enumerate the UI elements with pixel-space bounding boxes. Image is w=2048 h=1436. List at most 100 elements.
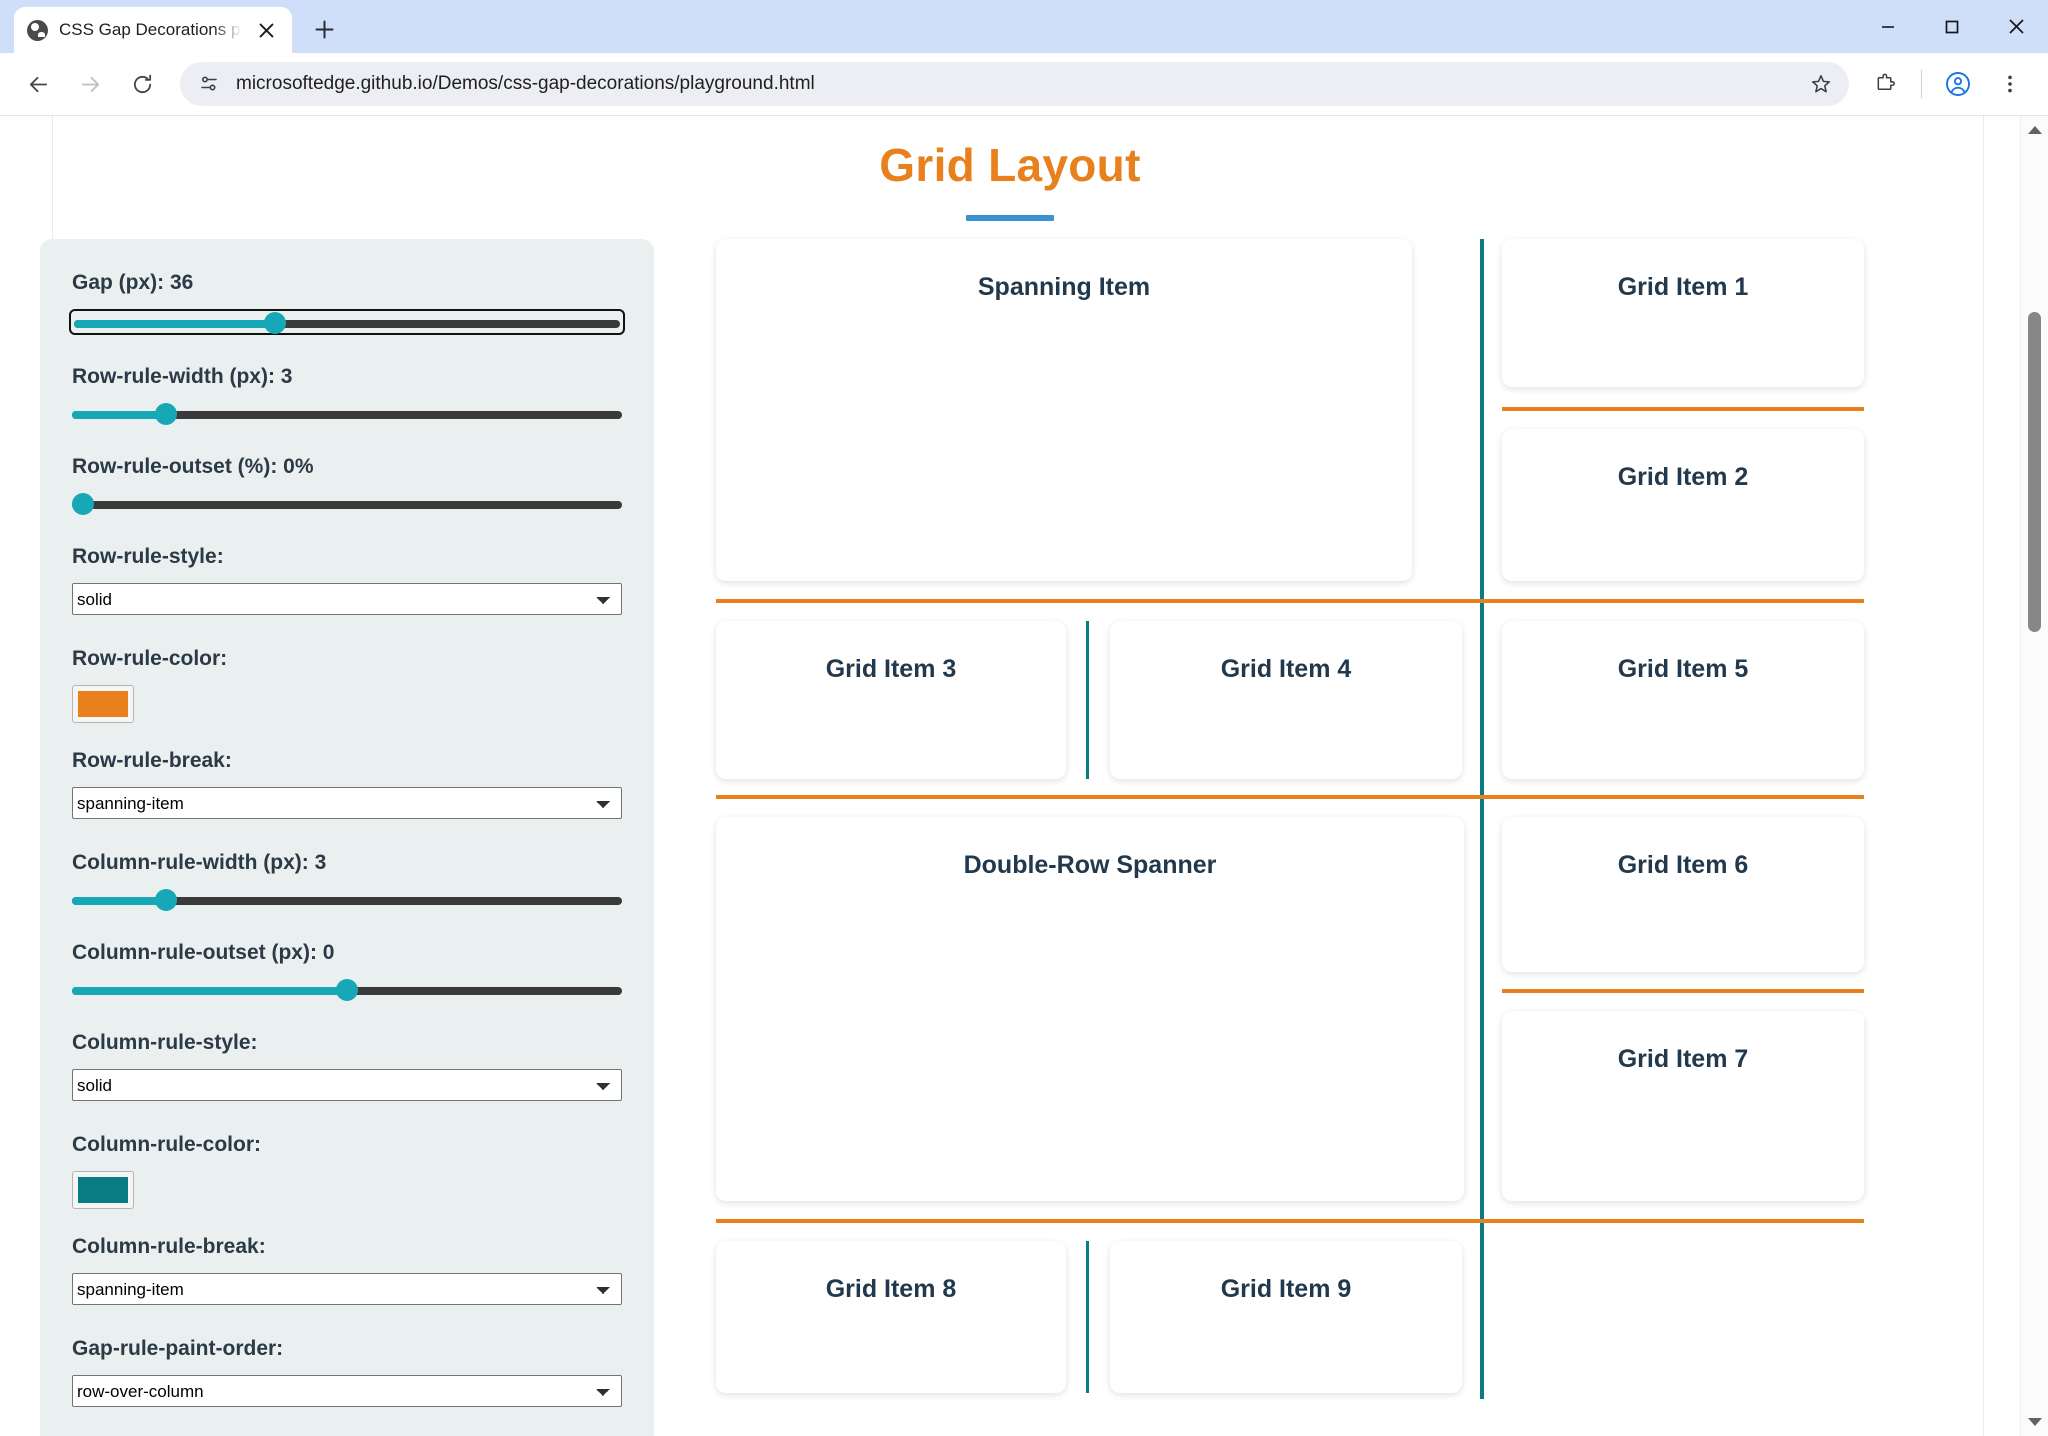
page-scrollbar[interactable] (2020, 116, 2048, 1436)
row-rule-width-label: Row-rule-width (px): 3 (72, 365, 293, 388)
browser-tab[interactable]: CSS Gap Decorations playground (14, 7, 292, 53)
grid-item: Grid Item 6 (1502, 817, 1864, 972)
slider-thumb[interactable] (154, 889, 177, 911)
grid-item: Double-Row Spanner (716, 817, 1464, 1201)
controls-panel: Gap (px): 36 Row-rule-width (px): 3 Row-ru… (40, 239, 654, 1436)
row-rule (716, 1219, 1864, 1223)
row-rule (1502, 989, 1864, 993)
column-rule-width-slider[interactable] (72, 889, 622, 911)
slider-track (74, 320, 620, 328)
globe-icon (27, 19, 48, 41)
column-rule (1086, 1241, 1089, 1393)
column-rule-color-swatch[interactable] (72, 1171, 134, 1209)
url-text: microsoftedge.github.io/Demos/css-gap-de… (236, 73, 815, 94)
slider-track (72, 897, 622, 905)
forward-button[interactable] (66, 60, 114, 108)
web-page: Grid Layout Gap (px): 36 Row-rule-width (… (0, 116, 2020, 1436)
row-rule-color-swatch[interactable] (72, 685, 134, 723)
control-column-rule-outset: Column-rule-outset (px): 0 (72, 941, 622, 1001)
slider-fill (74, 320, 279, 328)
bookmark-icon[interactable] (1801, 64, 1841, 104)
slider-track (72, 501, 622, 509)
gap-slider[interactable] (69, 309, 625, 335)
address-bar[interactable]: microsoftedge.github.io/Demos/css-gap-de… (180, 62, 1849, 106)
close-window-button[interactable] (1984, 0, 2048, 53)
grid-item: Grid Item 4 (1110, 621, 1462, 779)
scroll-up-icon[interactable] (2021, 118, 2048, 142)
row-rule-style-label: Row-rule-style: (72, 545, 224, 568)
grid-item: Grid Item 9 (1110, 1241, 1462, 1393)
column-rule-color-label: Column-rule-color: (72, 1133, 261, 1156)
row-rule-break-select[interactable]: nonespanning-itemintersection (72, 787, 622, 819)
column-rule-width-label: Column-rule-width (px): 3 (72, 851, 327, 874)
column-rule-outset-slider[interactable] (72, 979, 622, 1001)
slider-track (72, 411, 622, 419)
page-layout: Gap (px): 36 Row-rule-width (px): 3 Row-ru… (0, 221, 2020, 1436)
row-rule-style-select[interactable]: nonesoliddasheddotteddoublegrooveridgein… (72, 583, 622, 615)
row-rule (716, 795, 1864, 799)
grid-demo: Spanning Item Grid Item 1 Grid Item 2 Grid … (716, 239, 1974, 1399)
toolbar-divider (1921, 70, 1922, 98)
slider-thumb[interactable] (72, 493, 94, 515)
extensions-icon[interactable] (1861, 60, 1909, 108)
grid-item: Grid Item 5 (1502, 621, 1864, 779)
column-rule (1086, 621, 1089, 779)
site-settings-icon[interactable] (196, 71, 222, 97)
control-row-rule-color: Row-rule-color: (72, 647, 622, 723)
column-rule-style-select[interactable]: nonesoliddasheddotteddoublegrooveridgein… (72, 1069, 622, 1101)
column-rule-outset-label: Column-rule-outset (px): 0 (72, 941, 335, 964)
gap-rule-paint-order-label: Gap-rule-paint-order: (72, 1337, 284, 1360)
slider-fill (72, 897, 166, 905)
page-header: Grid Layout (0, 116, 2020, 221)
row-rule-width-slider[interactable] (72, 403, 622, 425)
control-gap-rule-paint-order: Gap-rule-paint-order: row-over-columncolu… (72, 1337, 622, 1435)
gap-rule-paint-order-select[interactable]: row-over-columncolumn-over-row (72, 1375, 622, 1407)
column-rule-break-label: Column-rule-break: (72, 1235, 266, 1258)
column-rule-style-label: Column-rule-style: (72, 1031, 258, 1054)
page-title: Grid Layout (879, 139, 1141, 191)
scroll-down-icon[interactable] (2021, 1410, 2048, 1434)
new-tab-button[interactable] (304, 9, 344, 49)
color-preview (78, 1177, 128, 1203)
grid-item: Grid Item 2 (1502, 429, 1864, 581)
row-rule-color-label: Row-rule-color: (72, 647, 228, 670)
tab-title: CSS Gap Decorations playground (59, 20, 242, 39)
browser-menu-icon[interactable] (1986, 60, 2034, 108)
close-icon[interactable] (253, 17, 279, 43)
control-column-rule-width: Column-rule-width (px): 3 (72, 851, 622, 911)
row-rule (716, 599, 1864, 603)
slider-fill (72, 987, 347, 995)
control-column-rule-color: Column-rule-color: (72, 1133, 622, 1209)
profile-icon[interactable] (1934, 60, 1982, 108)
slider-thumb[interactable] (154, 403, 177, 425)
grid-item: Grid Item 3 (716, 621, 1066, 779)
row-rule (1502, 407, 1864, 411)
page-viewport: Grid Layout Gap (px): 36 Row-rule-width (… (0, 115, 2048, 1436)
row-rule-outset-slider[interactable] (72, 493, 622, 515)
browser-toolbar: microsoftedge.github.io/Demos/css-gap-de… (0, 53, 2048, 115)
control-gap: Gap (px): 36 (69, 271, 625, 335)
control-row-rule-outset: Row-rule-outset (%): 0% (72, 455, 622, 515)
row-rule-outset-label: Row-rule-outset (%): 0% (72, 455, 314, 478)
back-button[interactable] (14, 60, 62, 108)
grid-item: Grid Item 1 (1502, 239, 1864, 387)
grid-item: Spanning Item (716, 239, 1412, 581)
column-rule (1480, 239, 1484, 1399)
control-column-rule-break: Column-rule-break: nonespanning-iteminter… (72, 1235, 622, 1333)
window-controls (1856, 0, 2048, 53)
color-preview (78, 691, 128, 717)
minimize-button[interactable] (1856, 0, 1920, 53)
control-column-rule-style: Column-rule-style: nonesoliddasheddottedd… (72, 1031, 622, 1129)
tab-strip: CSS Gap Decorations playground (0, 0, 2048, 53)
slider-thumb[interactable] (264, 312, 287, 334)
gap-label: Gap (px): 36 (72, 271, 194, 294)
control-row-rule-width: Row-rule-width (px): 3 (72, 365, 622, 425)
reload-button[interactable] (118, 60, 166, 108)
slider-thumb[interactable] (336, 979, 358, 1001)
row-rule-break-label: Row-rule-break: (72, 749, 232, 772)
maximize-button[interactable] (1920, 0, 1984, 53)
column-rule-break-select[interactable]: nonespanning-itemintersection (72, 1273, 622, 1305)
title-underline (966, 215, 1054, 221)
scrollbar-thumb[interactable] (2028, 312, 2041, 632)
